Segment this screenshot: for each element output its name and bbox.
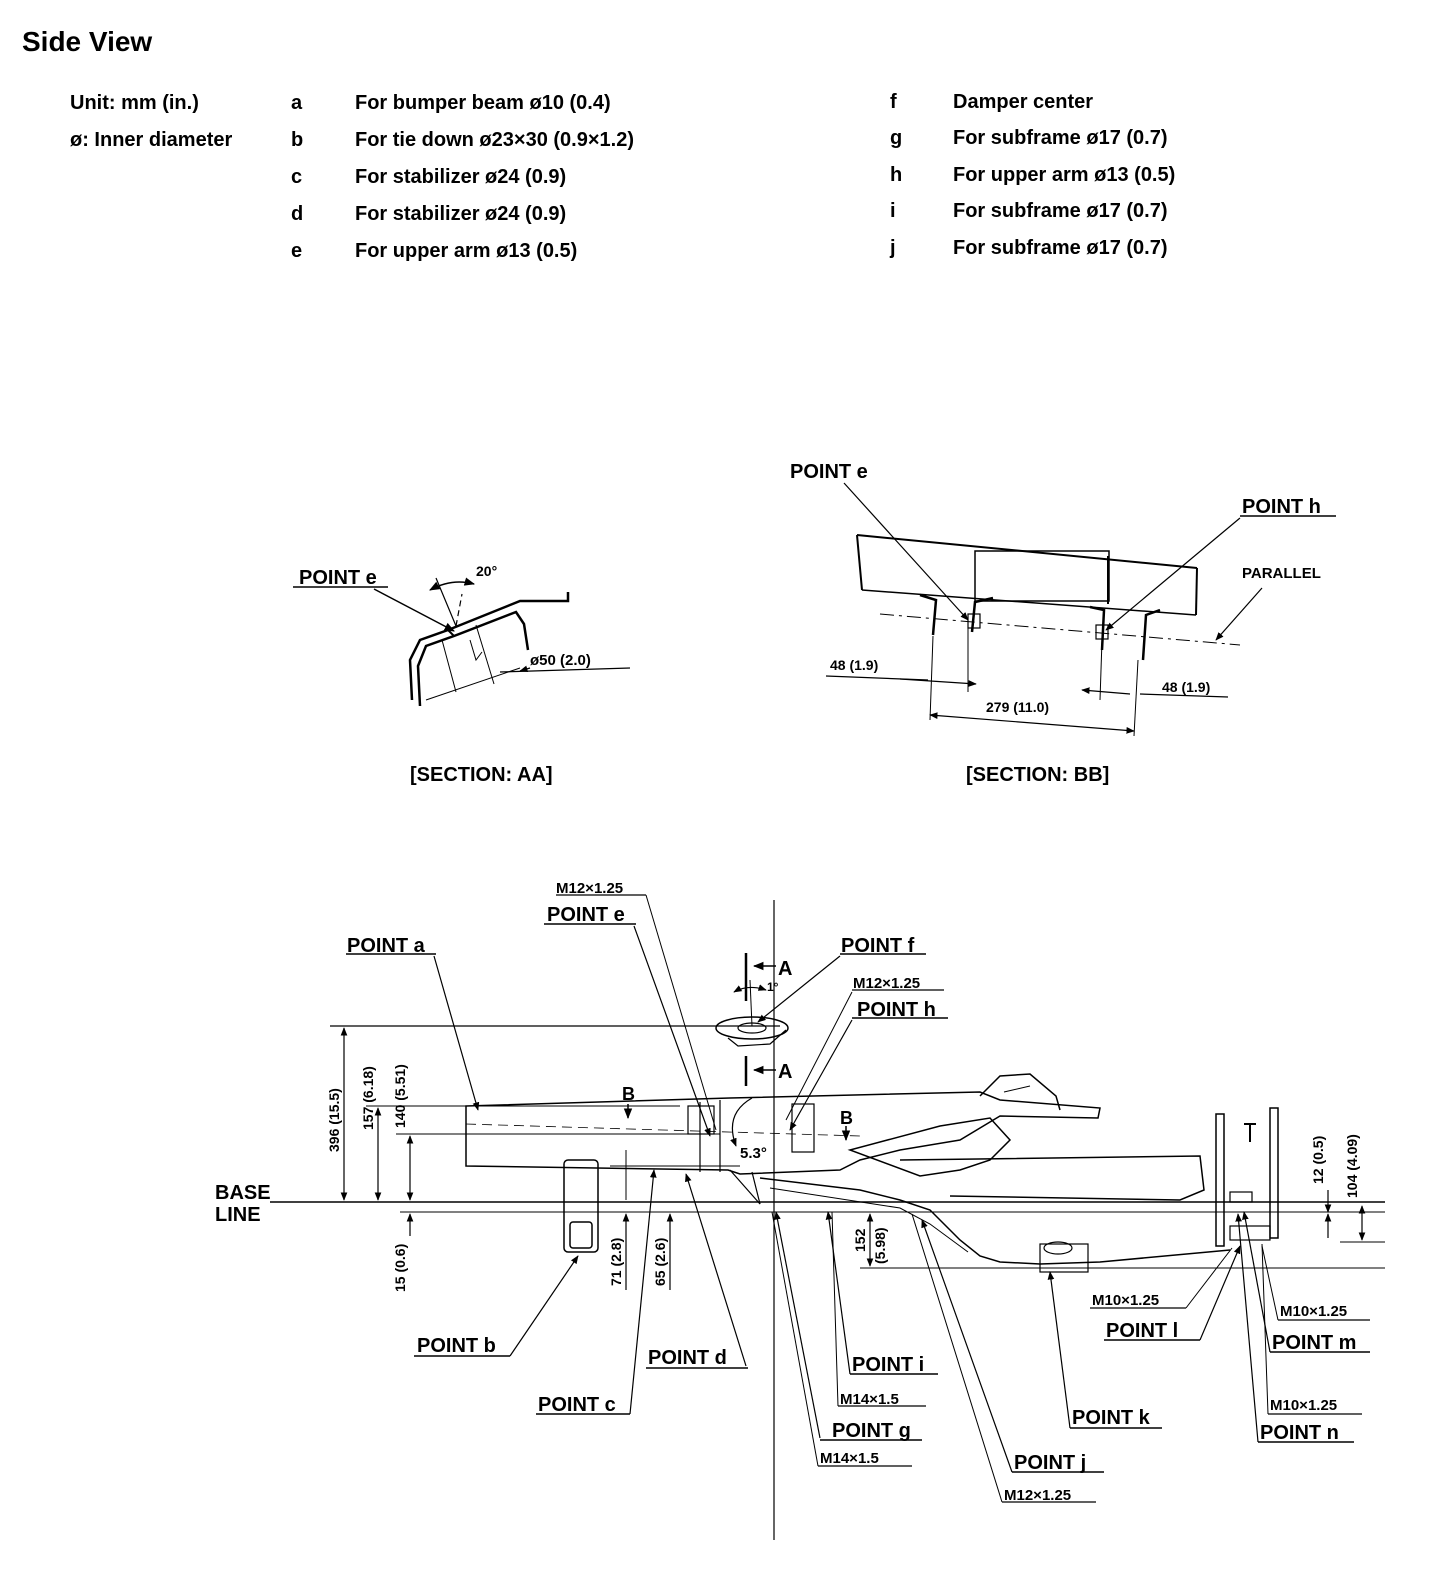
thread-m14-i: M14×1.5 [840,1391,899,1408]
base-line-label-2: LINE [215,1204,261,1226]
thread-m10-n: M10×1.25 [1270,1397,1337,1414]
side-point-g-label: POINT g [832,1420,911,1442]
legend-text-b: For tie down ø23×30 (0.9×1.2) [355,129,634,151]
dim-65: 65 (2.6) [652,1238,668,1286]
dim-140: 140 (5.51) [392,1064,408,1128]
dim-104: 104 (4.09) [1344,1134,1360,1198]
bb-parallel-label: PARALLEL [1242,565,1321,582]
aa-angle-label: 20° [476,563,497,579]
legend-text-f: Damper center [953,91,1094,113]
legend-text-e: For upper arm ø13 (0.5) [355,240,578,262]
aa-diameter-label: ø50 (2.0) [530,652,591,669]
dim-71: 71 (2.8) [608,1238,624,1286]
side-view-drawing [270,894,1385,1540]
legend-key-g: g [890,127,903,149]
legend-text-i: For subframe ø17 (0.7) [953,200,1168,222]
side-point-k-label: POINT k [1072,1407,1151,1429]
section-arrow-a-top: A [778,958,792,980]
dim-157: 157 (6.18) [360,1066,376,1130]
diameter-label: ø: Inner diameter [70,129,233,151]
dim-152-in: (5.98) [872,1227,888,1264]
angle-1-label: 1° [767,980,779,994]
section-bb-drawing [825,482,1336,737]
legend-key-i: i [890,200,896,222]
legend-text-g: For subframe ø17 (0.7) [953,127,1168,149]
bb-dim-mid: 279 (11.0) [986,699,1049,715]
dim-12: 12 (0.5) [1310,1136,1326,1184]
aa-point-e-label: POINT e [299,567,377,589]
dim-396: 396 (15.5) [326,1088,342,1152]
legend-key-f: f [890,91,897,113]
thread-m14-g: M14×1.5 [820,1450,879,1467]
bb-point-e-label: POINT e [790,461,868,483]
legend-key-e: e [291,240,303,262]
legend-key-d: d [291,203,304,225]
thread-m12-h: M12×1.25 [853,975,920,992]
side-point-b-label: POINT b [417,1335,496,1357]
side-point-d-label: POINT d [648,1347,727,1369]
section-aa-drawing [293,577,631,707]
unit-label: Unit: mm (in.) [70,92,199,114]
legend-text-c: For stabilizer ø24 (0.9) [355,166,567,188]
legend-key-j: j [890,237,896,259]
side-point-n-label: POINT n [1260,1422,1339,1444]
thread-m10-m: M10×1.25 [1280,1303,1347,1320]
legend-text-j: For subframe ø17 (0.7) [953,237,1168,259]
section-aa-caption: [SECTION: AA] [410,764,553,786]
thread-m12-j: M12×1.25 [1004,1487,1071,1504]
section-bb-caption: [SECTION: BB] [966,764,1109,786]
side-point-f-label: POINT f [841,935,915,957]
section-arrow-a-bottom: A [778,1061,792,1083]
bb-point-h-label: POINT h [1242,496,1321,518]
bb-dim-right: 48 (1.9) [1162,679,1210,695]
dim-15: 15 (0.6) [392,1244,408,1292]
side-point-l-label: POINT l [1106,1320,1178,1342]
section-b-left: B [622,1084,635,1104]
thread-m10-l: M10×1.25 [1092,1292,1159,1309]
angle-53-label: 5.3° [740,1145,767,1162]
legend-key-b: b [291,129,304,151]
legend-key-h: h [890,164,903,186]
page-title: Side View [22,26,153,57]
side-point-i-label: POINT i [852,1354,924,1376]
legend-text-a: For bumper beam ø10 (0.4) [355,92,611,114]
side-point-h-label: POINT h [857,999,936,1021]
legend-key-c: c [291,166,303,188]
legend-text-d: For stabilizer ø24 (0.9) [355,203,567,225]
side-point-e-label: POINT e [547,904,625,926]
side-point-m-label: POINT m [1272,1332,1356,1354]
dim-152: 152 [852,1228,868,1252]
side-point-c-label: POINT c [538,1394,616,1416]
legend-key-a: a [291,92,303,114]
thread-m12-top: M12×1.25 [556,880,623,897]
legend-text-h: For upper arm ø13 (0.5) [953,164,1176,186]
base-line-label-1: BASE [215,1182,271,1204]
side-point-j-label: POINT j [1014,1452,1086,1474]
side-point-a-label: POINT a [347,935,426,957]
section-b-right: B [840,1108,853,1128]
bb-dim-left: 48 (1.9) [830,657,878,673]
